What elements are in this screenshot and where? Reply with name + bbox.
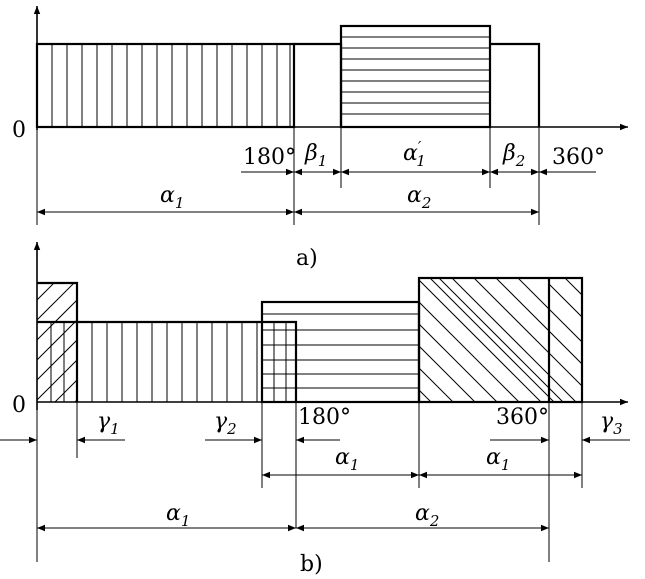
alpha1-label-a: α1	[160, 183, 184, 212]
origin-label-a: 0	[12, 118, 26, 143]
pulse-a2	[339, 24, 492, 129]
alpha2-label-a: α2	[407, 183, 431, 212]
pulse-a1	[35, 42, 296, 129]
alpha1-prime-label: α′1	[403, 138, 426, 170]
origin-label-b: 0	[12, 393, 26, 418]
beta2-label: β2	[502, 141, 525, 170]
panel-b: 0 180° 360° γ1 γ2 γ3 α1 α1 α1 α2 b)	[0, 242, 630, 577]
envelope-a2	[490, 42, 541, 127]
gamma3-label: γ3	[600, 409, 623, 438]
alpha1-bottom-label: α1	[166, 501, 190, 530]
alpha1-mid-label: α1	[335, 445, 359, 474]
alpha1-right-label: α1	[486, 445, 510, 474]
caption-a: a)	[296, 246, 318, 271]
pulse-b2	[77, 320, 298, 402]
pulse-b4	[417, 276, 584, 404]
pulse-b3	[260, 300, 421, 404]
caption-b: b)	[300, 552, 323, 577]
deg180-label-b: 180°	[298, 405, 351, 430]
alpha2-label-b: α2	[415, 501, 439, 530]
deg360-label-a: 360°	[552, 145, 605, 170]
gamma2-label: γ2	[214, 409, 237, 438]
deg360-label-b: 360°	[496, 405, 549, 430]
envelope-a	[294, 42, 343, 127]
panel-a: 0 180° 360° β1 α′1 β2 α1 α2 a)	[12, 6, 628, 271]
deg180-label-a: 180°	[243, 145, 296, 170]
pulse-b1	[37, 281, 79, 402]
gamma1-label: γ1	[97, 409, 120, 438]
beta1-label: β1	[304, 141, 327, 170]
